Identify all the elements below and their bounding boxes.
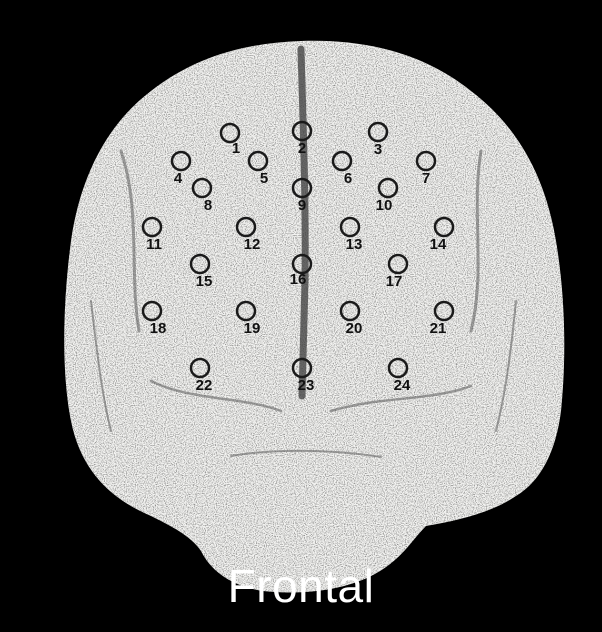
- electrode-label: 24: [394, 377, 411, 394]
- electrode-label: 21: [430, 320, 447, 337]
- midline-fissure: [301, 49, 305, 396]
- electrode-label: 18: [150, 320, 167, 337]
- electrode-label: 19: [244, 320, 261, 337]
- electrode-label: 8: [204, 197, 212, 214]
- electrode-label: 14: [430, 236, 447, 253]
- electrode-label: 23: [298, 377, 315, 394]
- electrode-label: 6: [344, 170, 352, 187]
- electrode-label: 3: [374, 141, 382, 158]
- electrode-label: 11: [146, 236, 162, 253]
- electrode-label: 16: [290, 271, 307, 288]
- electrode-label: 22: [196, 377, 213, 394]
- electrode-label: 10: [376, 197, 393, 214]
- electrode-label: 20: [346, 320, 363, 337]
- electrode-label: 17: [386, 273, 403, 290]
- electrode-label: 4: [174, 170, 183, 187]
- electrode-label: 12: [244, 236, 261, 253]
- electrode-label: 7: [422, 170, 430, 187]
- electrode-label: 1: [232, 140, 240, 157]
- electrode-label: 5: [260, 170, 268, 187]
- electrode-label: 9: [298, 197, 306, 214]
- view-caption: Frontal: [1, 559, 601, 613]
- electrode-label: 15: [196, 273, 213, 290]
- electrode-label: 2: [298, 140, 306, 157]
- electrode-label: 13: [346, 236, 363, 253]
